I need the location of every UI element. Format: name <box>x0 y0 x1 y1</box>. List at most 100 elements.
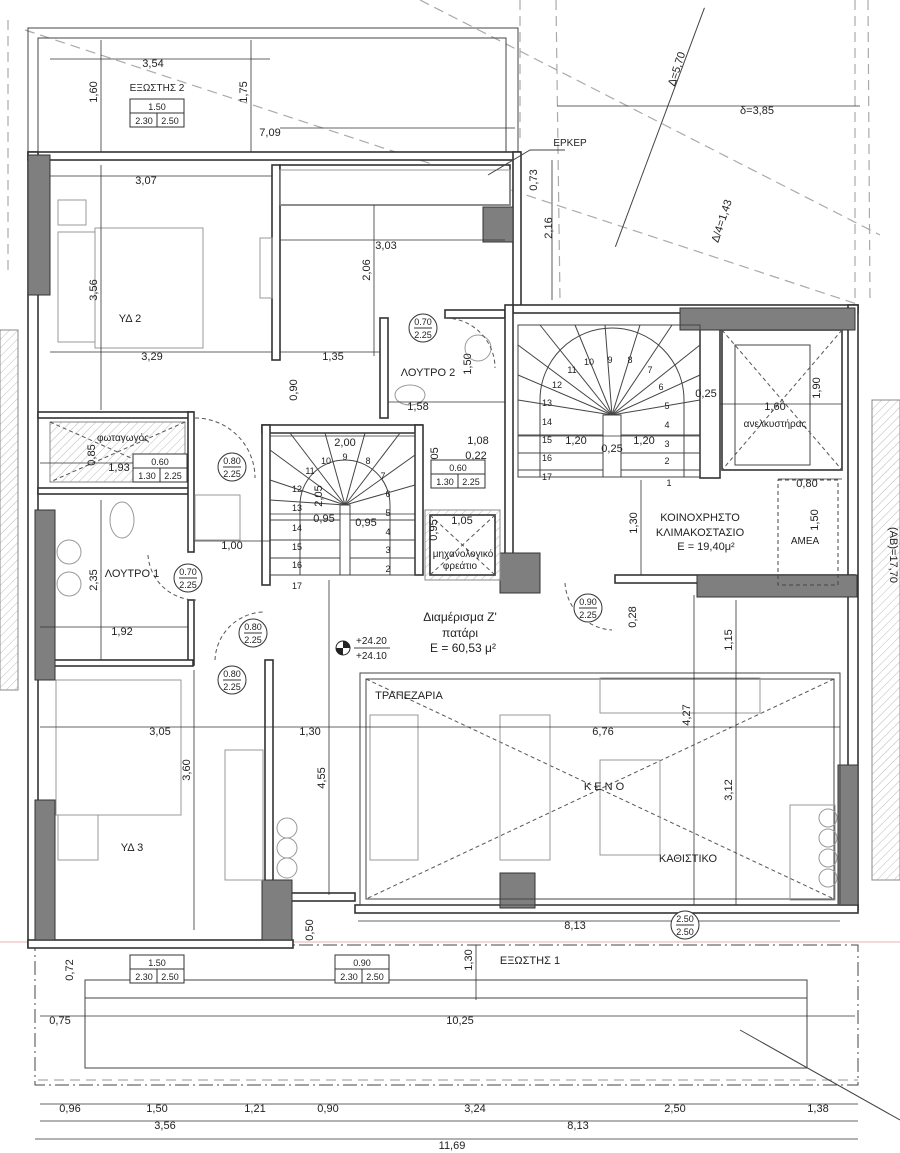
door-height: 2.25 <box>414 330 432 340</box>
site-ab-label: (ΑΒ)=17,70 <box>887 527 899 583</box>
door-width: 0.80 <box>223 456 241 466</box>
bed-2 <box>94 227 204 349</box>
room-label-stair1: ΚΟΙΝΟΧΡΗΣΤΟ <box>660 512 740 524</box>
room-label-bath1: ΛΟΥΤΡΟ 1 <box>105 568 159 580</box>
stair-step-number: 17 <box>292 581 302 591</box>
stair-step-number: 12 <box>292 484 302 494</box>
room-label-accessible: ΑΜΕΑ <box>791 536 820 547</box>
stair-step-number: 8 <box>365 456 370 466</box>
dimension-label: 2,06 <box>361 259 373 280</box>
dimension-label: 1,30 <box>299 726 320 738</box>
stair-step-number: 6 <box>658 382 663 392</box>
apartment-level: πατάρι <box>442 626 478 640</box>
dimension-label: 3,56 <box>154 1120 175 1132</box>
stair-step-number: 9 <box>342 452 347 462</box>
wardrobe <box>224 749 264 881</box>
stair-step-number: 16 <box>542 453 552 463</box>
dimension-label: 1,50 <box>809 509 821 530</box>
dimension-label: 1,38 <box>807 1103 828 1115</box>
stair-step-number: 17 <box>542 472 552 482</box>
dimension-label: 0,95 <box>428 519 440 540</box>
dimension-label: 0,25 <box>695 388 716 400</box>
dimension-label: 2,00 <box>334 437 355 449</box>
dimension-label: 3,05 <box>149 726 170 738</box>
room-label-lightwell: φωταγωγός <box>97 432 149 444</box>
dimension-label: 2,05 <box>313 485 325 506</box>
dimension-label: 1,50 <box>146 1103 167 1115</box>
dimension-label: 3,24 <box>464 1103 485 1115</box>
erker-leader <box>487 149 565 176</box>
stair-step-number: 11 <box>305 466 314 476</box>
stair-step-number: 13 <box>292 503 302 513</box>
window-sill: 1.30 <box>436 477 454 487</box>
dimension-label: 3,60 <box>181 759 193 780</box>
room-label-balcony1: ΕΞΩΣΤΗΣ 1 <box>500 955 560 967</box>
dimension-label: 1,92 <box>111 626 132 638</box>
balcony-1 <box>34 944 859 1086</box>
stair-step-number: 14 <box>292 523 302 533</box>
dimension-label: 1,08 <box>467 435 488 447</box>
stair-step-number: 13 <box>542 398 552 408</box>
door-height: 2.25 <box>223 469 241 479</box>
dimension-label: 1,60 <box>88 81 100 102</box>
stair-step-number: 3 <box>664 439 669 449</box>
columns <box>27 154 859 941</box>
stair-step-number: 14 <box>542 417 552 427</box>
dimension-label: 11,69 <box>439 1140 466 1152</box>
stair-step-number: 2 <box>385 564 390 574</box>
door-width: 0.70 <box>414 317 432 327</box>
room-label-mech2: φρεάτιο <box>443 560 478 572</box>
stair-step-number: 4 <box>664 420 669 430</box>
stair-step-number: 5 <box>664 401 669 411</box>
dimension-label: 0,22 <box>465 450 486 462</box>
window-sill: 2.30 <box>135 116 153 126</box>
door-width: 0.90 <box>579 597 597 607</box>
dimension-label: 0,90 <box>288 379 300 400</box>
window-height: 2.50 <box>161 972 179 982</box>
toilet <box>109 501 135 539</box>
room-label-bedroom3: ΥΔ 3 <box>121 842 143 854</box>
dimension-label: 1,00 <box>221 540 242 552</box>
dimension-label: 3,03 <box>375 240 396 252</box>
shower <box>194 494 241 541</box>
dimension-label: 1,15 <box>723 629 735 650</box>
elevation-bottom: +24.10 <box>356 651 387 662</box>
window-sill: 2.30 <box>135 972 153 982</box>
dimension-label: 1,50 <box>462 353 474 374</box>
window-height: 2.50 <box>366 972 384 982</box>
dimension-label: 3,12 <box>723 779 735 800</box>
door-width: 2.50 <box>676 914 694 924</box>
stair-step-number: 3 <box>385 545 390 555</box>
stair-step-number: 8 <box>627 355 632 365</box>
stair-step-number: 15 <box>292 542 302 552</box>
room-label-elevator: ανελκυστήρας <box>744 418 807 430</box>
door-height: 2.50 <box>676 927 694 937</box>
desk <box>57 814 99 861</box>
stairs <box>269 324 701 576</box>
sofa <box>499 714 551 861</box>
void-area <box>359 672 841 906</box>
dimension-label: 0,80 <box>796 478 817 490</box>
dimension-label: 1,60 <box>764 401 785 413</box>
dimension-label: 10,25 <box>446 1015 474 1027</box>
window-sill: 2.30 <box>340 972 358 982</box>
window-width: 0.60 <box>449 463 467 473</box>
stair-step-number: 6 <box>385 489 390 499</box>
site-small-delta-label: δ=3,85 <box>740 105 774 117</box>
stair-step-number: 2 <box>664 456 669 466</box>
coffee-table <box>599 759 661 856</box>
dimension-label: 0,85 <box>86 444 98 465</box>
apartment-name: Διαμέρισμα Ζ' <box>423 610 497 624</box>
dimension-label: 0,90 <box>317 1103 338 1115</box>
stair-step-number: 10 <box>321 456 331 466</box>
dimension-label: 6,76 <box>592 726 613 738</box>
dimension-label: 3,07 <box>135 175 156 187</box>
dimension-label: 1,05 <box>451 515 472 527</box>
mechanical-shaft <box>424 509 501 581</box>
dimension-label: 2,16 <box>543 217 555 238</box>
stair-step-number: 1 <box>666 478 671 488</box>
door-width: 0.80 <box>223 669 241 679</box>
window-width: 1.50 <box>148 102 166 112</box>
site-quarter-label: Δ/4=1,43 <box>710 198 735 244</box>
